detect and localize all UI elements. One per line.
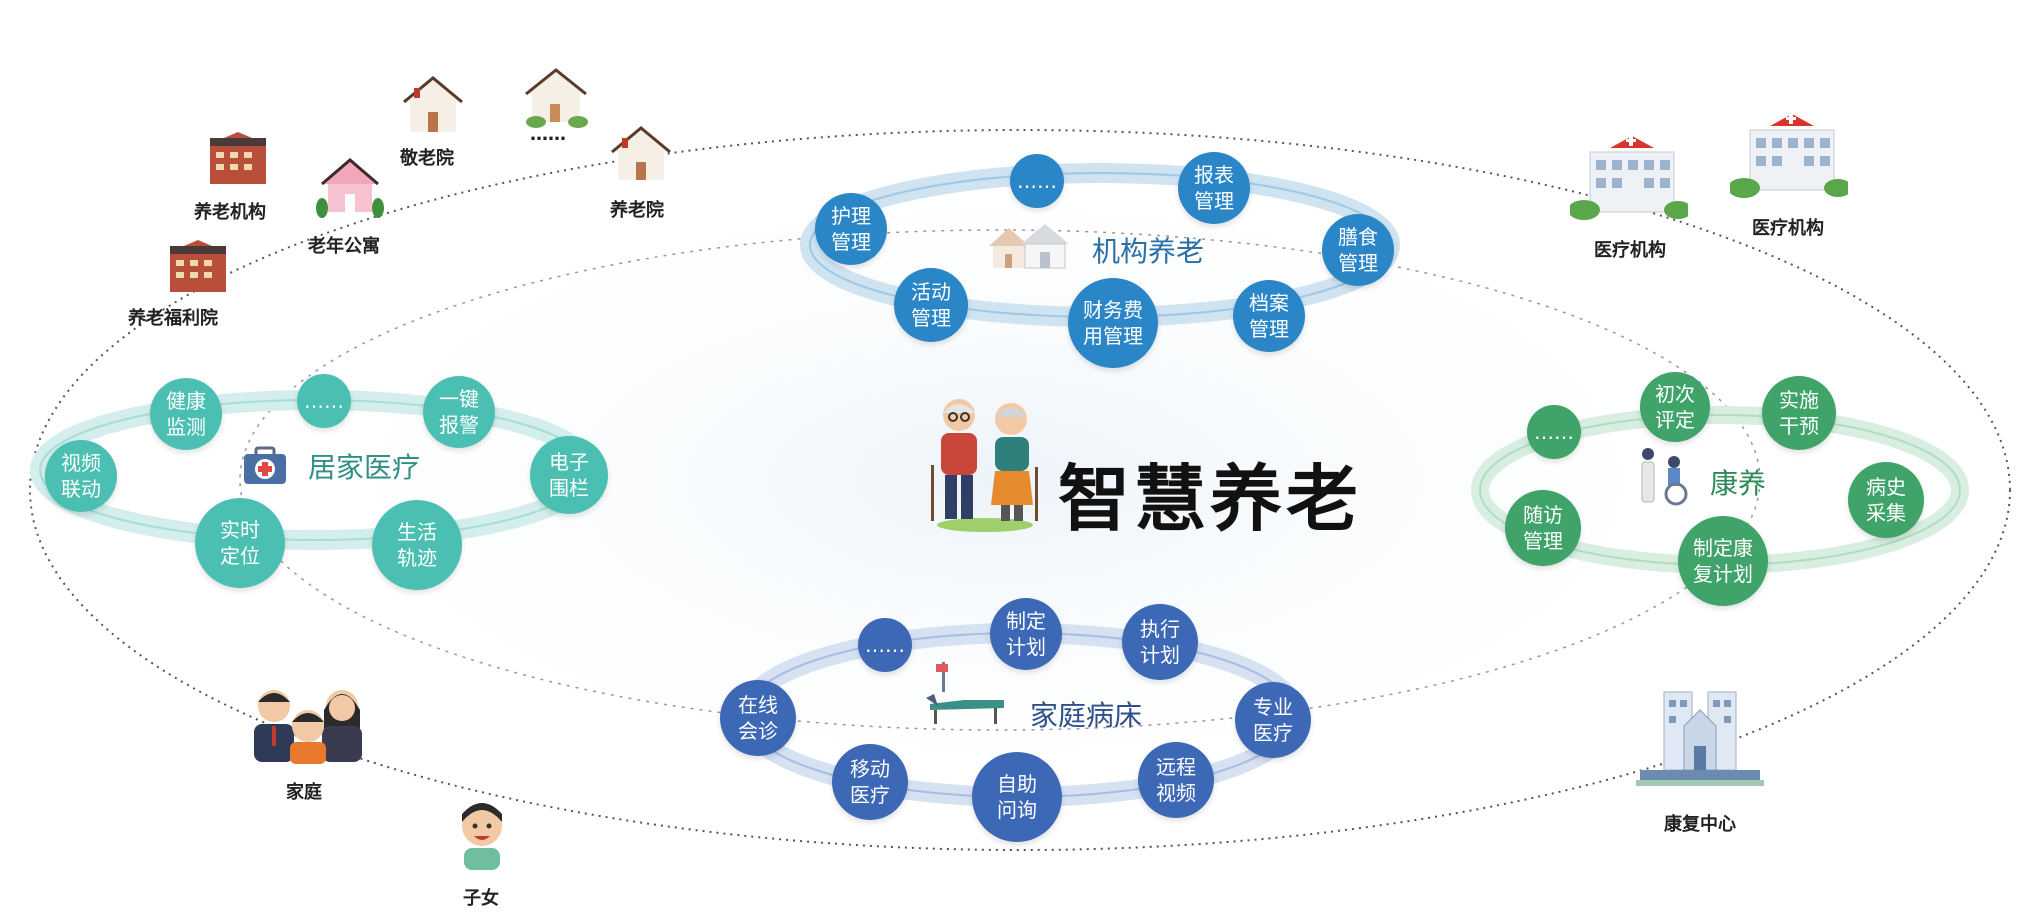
bubble-mobile-medical: 移动医疗 — [832, 744, 908, 820]
hospital-icon — [1730, 114, 1848, 198]
bubble-execute-plan: 执行计划 — [1122, 604, 1198, 680]
bubble-followup: 随访管理 — [1505, 490, 1581, 566]
house-icon — [611, 126, 671, 180]
hospital-icon — [1570, 136, 1688, 220]
label-yiliao-2: 医疗机构 — [1752, 218, 1824, 239]
label-zinv: 子女 — [463, 888, 499, 909]
label-kangfu: 康复中心 — [1664, 814, 1736, 835]
bubble-institution-more: …… — [1010, 154, 1064, 208]
label-laonian-gongyu: 老年公寓 — [308, 236, 380, 257]
outer-dotted-ring — [29, 129, 2011, 851]
module-title-home-medical: 居家医疗 — [308, 451, 421, 484]
bubble-bed-more: …… — [858, 618, 912, 672]
medical-kit-icon — [244, 446, 286, 484]
label-jinglaoyuan: 敬老院 — [400, 148, 454, 169]
bubble-health-monitor: 健康监测 — [150, 378, 222, 450]
bubble-life-track: 生活轨迹 — [372, 500, 462, 590]
center-title: 智慧养老 — [1058, 457, 1363, 541]
rehab-center-icon — [1636, 691, 1764, 786]
bubble-one-key-alarm: 一键报警 — [423, 376, 495, 448]
building-icon — [210, 132, 266, 184]
family-icon — [254, 690, 362, 764]
bubble-record-mgmt: 档案管理 — [1233, 280, 1305, 352]
bubble-activity-mgmt: 活动管理 — [894, 268, 968, 342]
bubble-meal-mgmt: 膳食管理 — [1322, 214, 1394, 286]
bubble-report-mgmt: 报表管理 — [1178, 152, 1250, 224]
elderly-couple-icon — [931, 399, 1038, 532]
label-more-institutions: …… — [530, 124, 566, 145]
module-title-family-bed: 家庭病床 — [1030, 699, 1143, 732]
module-title-rehab: 康养 — [1710, 467, 1767, 500]
bubble-rehab-more: …… — [1527, 405, 1581, 459]
wheelchair-icon — [1641, 448, 1688, 506]
bubble-rehab-plan: 制定康复计划 — [1678, 516, 1768, 606]
label-yiliao-1: 医疗机构 — [1594, 240, 1666, 261]
house-icon — [403, 76, 463, 132]
bubble-online-consult: 在线会诊 — [720, 680, 796, 756]
label-fuliyuan: 养老福利院 — [128, 308, 218, 329]
child-icon — [462, 803, 502, 870]
label-yanglaoyuan: 养老院 — [610, 200, 664, 221]
building-icon — [170, 240, 226, 292]
bubble-nursing-mgmt: 护理管理 — [815, 193, 887, 265]
bubble-finance-mgmt: 财务费用管理 — [1068, 278, 1158, 368]
hospital-bed-icon — [926, 662, 1004, 724]
bubble-initial-assess: 初次评定 — [1640, 372, 1710, 442]
bubble-home-more: …… — [297, 374, 351, 428]
inner-dotted-ring — [239, 229, 1761, 731]
house-icon — [525, 68, 588, 128]
bubble-video-link: 视频联动 — [45, 440, 117, 512]
label-yanglaojigou: 养老机构 — [194, 202, 266, 223]
bubble-history: 病史采集 — [1848, 462, 1924, 538]
bubble-self-inquiry: 自助问询 — [972, 752, 1062, 842]
module-title-institution: 机构养老 — [1092, 235, 1205, 268]
bubble-remote-video: 远程视频 — [1138, 742, 1214, 818]
label-jiating: 家庭 — [286, 782, 322, 803]
bubble-intervention: 实施干预 — [1762, 376, 1836, 450]
bubble-make-plan: 制定计划 — [990, 598, 1062, 670]
institution-house-icon — [989, 224, 1069, 269]
house-icon — [316, 158, 384, 218]
bubble-e-fence: 电子围栏 — [530, 436, 608, 514]
bubble-pro-medical: 专业医疗 — [1235, 682, 1311, 758]
bubble-realtime-location: 实时定位 — [195, 498, 285, 588]
